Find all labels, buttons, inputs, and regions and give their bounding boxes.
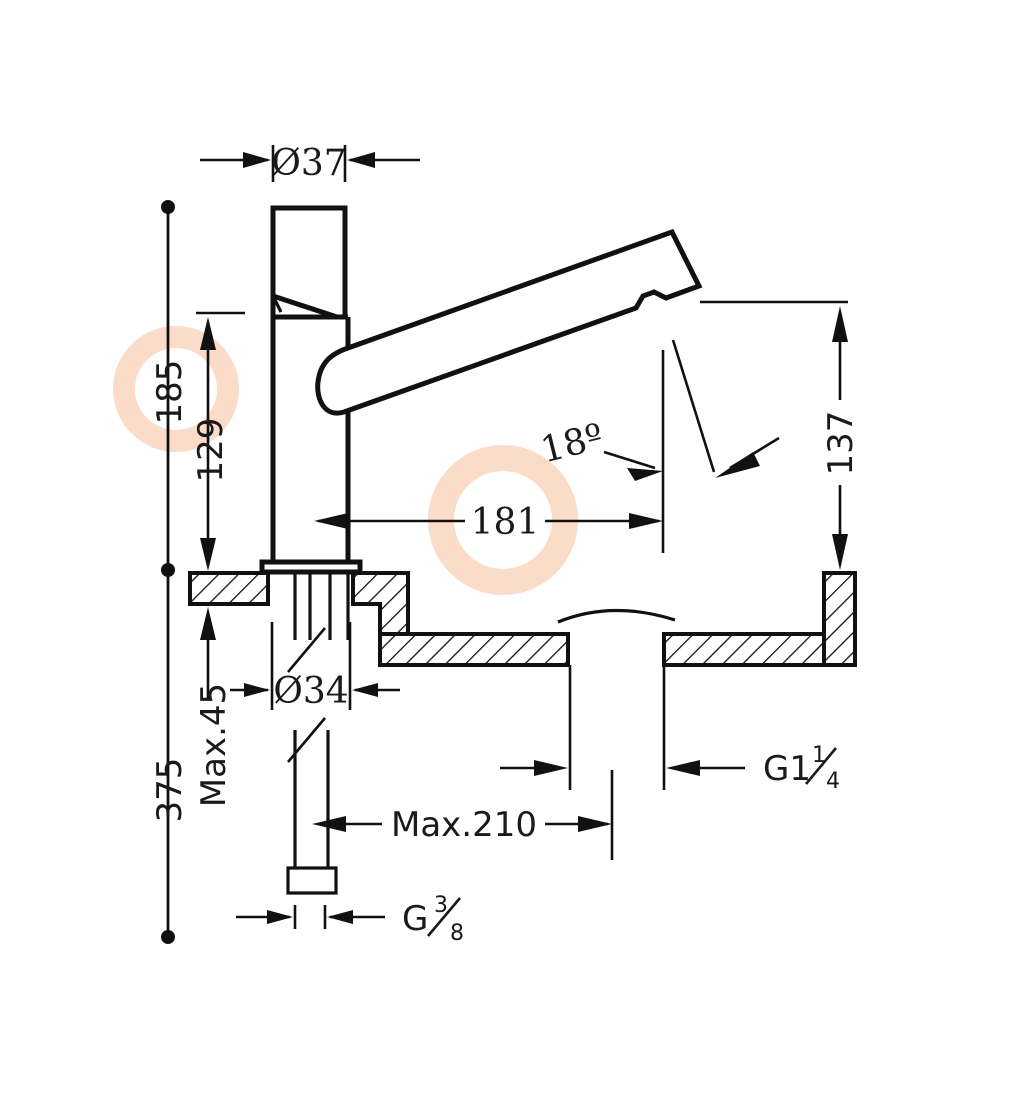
dim375-dot-top: [161, 200, 175, 214]
dim181-arrow-left: [314, 513, 348, 529]
dim137-arrow-top: [832, 306, 848, 342]
dim181-arrow-right: [629, 513, 663, 529]
dim-label-spout-angle: 18º: [537, 416, 608, 471]
dim34-arrow-right: [352, 683, 378, 697]
dim210-arrow-left: [312, 816, 346, 832]
dimension-spout-angle: 18º: [537, 339, 780, 481]
angle-reference-leader: [671, 339, 716, 473]
dim210-arrow-right: [578, 816, 612, 832]
dim129-arrow-top: [200, 317, 216, 350]
counter-left-slab: [188, 571, 270, 606]
supply-fitting: [286, 866, 338, 895]
dim-label-height-right: 137: [821, 411, 861, 476]
dim-label-hose-length: Max.210: [391, 805, 537, 845]
dimension-shank-diameter: Ø34: [230, 622, 400, 763]
dim37-arrow-right: [347, 152, 375, 168]
g114-arrow-right: [666, 760, 700, 776]
dimension-reach: 181: [314, 350, 665, 553]
g114-arrow-left: [534, 760, 568, 776]
counter-right-slab-step: [351, 571, 410, 636]
supply-thread-denominator: 8: [450, 921, 464, 946]
label-supply-thread: G: [402, 899, 428, 939]
dim-label-shank-diameter: Ø34: [273, 671, 348, 712]
dim18-leader: [603, 450, 656, 470]
shank-slash-upper: [287, 627, 326, 673]
dimension-hose-length: Max.210: [312, 770, 614, 860]
drain-thread-fraction: 1 4: [805, 743, 840, 794]
dim34-arrow-left: [244, 683, 270, 697]
supply-thread-fraction: 3 8: [427, 893, 464, 946]
dim-label-reach: 181: [471, 502, 540, 543]
dim-label-spout-diameter: Ø37: [271, 143, 346, 184]
drain-thread-numerator: 1: [812, 743, 826, 768]
basin-floor-left: [378, 632, 570, 667]
dim137-arrow-bottom: [832, 534, 848, 570]
base-escutcheon: [259, 559, 363, 575]
basin-right-wall: [822, 571, 857, 667]
g38-arrow-left: [267, 910, 293, 924]
dim-label-height-total: 185: [150, 360, 190, 425]
drain-arc: [557, 608, 676, 624]
drain-thread-denominator: 4: [826, 769, 840, 794]
handle-notch: [272, 293, 338, 320]
annotation-supply-thread: G 3 8: [236, 893, 464, 946]
dim18-arrow: [627, 468, 663, 481]
handle-notch-edge: [271, 295, 283, 313]
dim37-arrow-left: [243, 152, 271, 168]
dim45-arrow-up: [200, 607, 216, 640]
dim-label-height-spout: 129: [191, 418, 231, 483]
dim375-dot-middle: [161, 563, 175, 577]
dim129-arrow-bottom: [200, 538, 216, 571]
dim-label-counter-thickness: Max.45: [194, 683, 234, 807]
dimension-height-right: 137: [700, 300, 861, 570]
angle-reference-arrow: [715, 452, 760, 478]
supply-thread-fraction-bar: [427, 897, 461, 937]
counter-sink-section: [188, 571, 857, 790]
dim-label-overall-length: 375: [150, 758, 190, 823]
annotation-drain-thread: G1 1 4: [500, 743, 840, 794]
highlight-ring-185: [113, 326, 239, 452]
under-counter-assembly: [286, 573, 350, 895]
dim375-dot-bottom: [161, 930, 175, 944]
supply-thread-numerator: 3: [434, 893, 448, 918]
label-drain-thread: G1: [763, 749, 811, 789]
drain-thread-fraction-bar: [805, 747, 837, 785]
basin-floor-right: [662, 632, 826, 667]
g38-arrow-right: [327, 910, 353, 924]
dimension-spout-diameter: Ø37: [200, 143, 420, 184]
shank-slash-lower: [287, 717, 326, 763]
spout-outline: [315, 228, 703, 416]
dimension-left-group: 375 185 129 Max.45: [150, 200, 245, 944]
